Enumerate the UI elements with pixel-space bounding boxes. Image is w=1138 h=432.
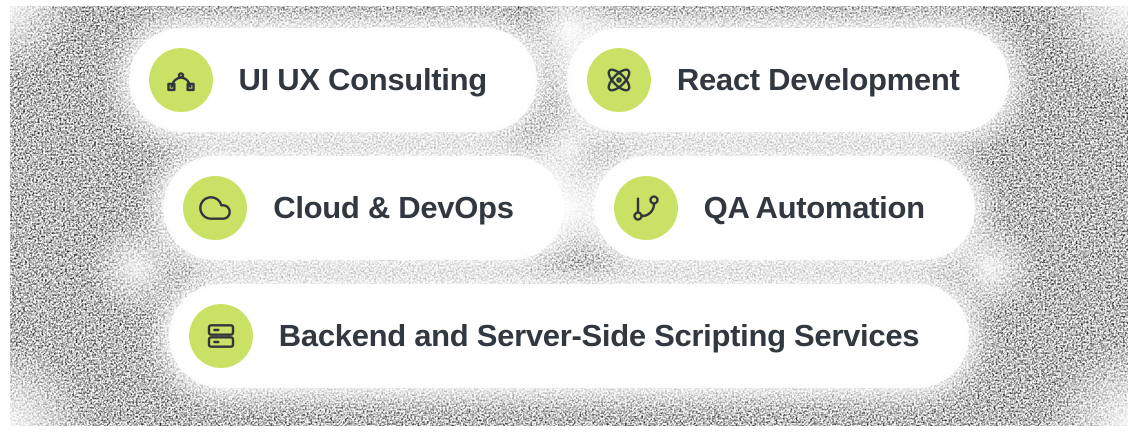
chip-label: QA Automation bbox=[703, 190, 925, 225]
cloud-icon bbox=[183, 176, 248, 240]
chip-qa-automation[interactable]: QA Automation bbox=[597, 160, 971, 256]
chip-label: React Development bbox=[676, 62, 960, 97]
chip-label: Cloud & DevOps bbox=[273, 190, 514, 225]
chip-label: Backend and Server-Side Scripting Servic… bbox=[278, 318, 920, 353]
chip-ui-ux-consulting[interactable]: UI UX Consulting bbox=[132, 32, 533, 128]
chip-cloud-devops[interactable]: Cloud & DevOps bbox=[167, 160, 560, 256]
git-branch-icon bbox=[613, 176, 678, 240]
chip-row-2: Cloud & DevOps QA Automation bbox=[167, 160, 971, 256]
chip-backend-scripting[interactable]: Backend and Server-Side Scripting Servic… bbox=[172, 288, 966, 384]
vector-pen-icon bbox=[148, 48, 213, 112]
chip-row-3: Backend and Server-Side Scripting Servic… bbox=[172, 288, 966, 384]
chip-label: UI UX Consulting bbox=[238, 62, 488, 97]
chip-react-development[interactable]: React Development bbox=[570, 32, 1006, 128]
server-icon bbox=[188, 304, 253, 368]
atom-icon bbox=[586, 48, 651, 112]
chip-row-1: UI UX Consulting React Development bbox=[132, 32, 1006, 128]
